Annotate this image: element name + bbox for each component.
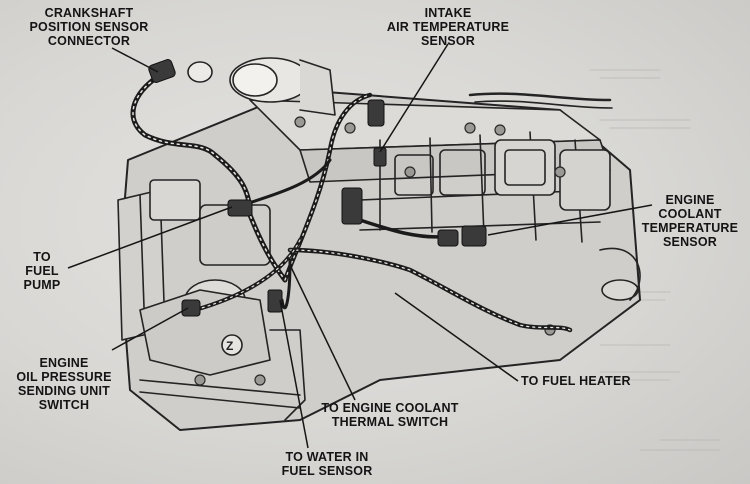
label-to-engine-coolant-thermal-switch: TO ENGINE COOLANT THERMAL SWITCH xyxy=(321,401,459,429)
svg-text:Z: Z xyxy=(226,339,233,353)
connectors xyxy=(148,59,487,317)
label-to-fuel-heater: TO FUEL HEATER xyxy=(521,374,631,388)
wiring-harness xyxy=(130,72,573,333)
label-engine-coolant-temperature-sensor: ENGINE COOLANT TEMPERATURE SENSOR xyxy=(641,193,739,249)
leader-lines xyxy=(67,43,653,449)
label-crankshaft-position-sensor-connector: CRANKSHAFT POSITION SENSOR CONNECTOR xyxy=(29,6,149,48)
label-to-water-in-fuel-sensor: TO WATER IN FUEL SENSOR xyxy=(281,450,373,478)
label-to-fuel-pump: TO FUEL PUMP xyxy=(23,250,61,292)
label-intake-air-temperature-sensor: INTAKE AIR TEMPERATURE SENSOR xyxy=(386,6,510,48)
label-engine-oil-pressure-sending-unit-switch: ENGINE OIL PRESSURE SENDING UNIT SWITCH xyxy=(16,356,112,412)
